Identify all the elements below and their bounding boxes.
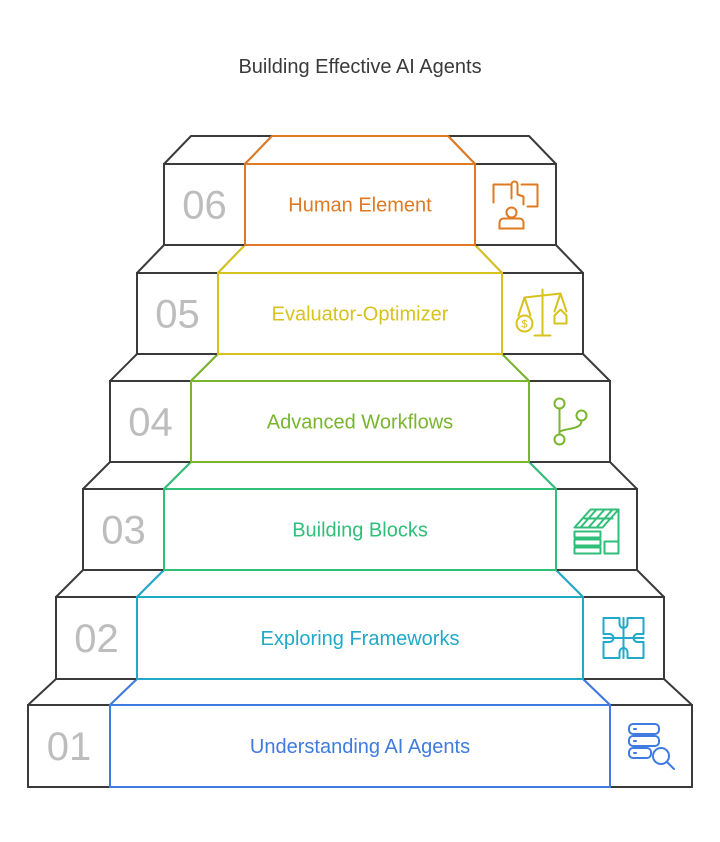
tread-center (190, 353, 530, 382)
step-label: Evaluator-Optimizer (272, 304, 449, 326)
riser-left (82, 488, 165, 571)
riser-left (136, 272, 219, 355)
database-search-icon (628, 723, 675, 770)
step-01: 01 Understanding AI Agents (27, 678, 693, 788)
step-label: Advanced Workflows (267, 412, 453, 434)
riser-left (109, 380, 192, 463)
step-04: 04 Advanced Workflows (109, 353, 611, 463)
riser-center (163, 488, 557, 571)
tread-center (244, 135, 476, 165)
riser-left (27, 704, 111, 788)
riser-right (555, 488, 638, 571)
tread-center (217, 244, 503, 274)
tread-center (109, 678, 611, 706)
step-label: Understanding AI Agents (250, 736, 470, 758)
riser-left (55, 596, 138, 680)
step-number: 02 (74, 617, 119, 661)
tread-center (136, 569, 584, 598)
step-label: Building Blocks (292, 520, 428, 542)
puzzle-icon (602, 617, 645, 659)
step-02: 02 Exploring Frameworks (55, 569, 665, 680)
riser-left (163, 163, 246, 246)
step-number: 03 (101, 509, 146, 553)
riser-center (190, 380, 530, 463)
step-label: Exploring Frameworks (261, 628, 460, 650)
step-number: 06 (182, 184, 227, 228)
construction-blocks-icon (573, 508, 620, 555)
svg-text:$: $ (521, 319, 527, 331)
diagram-title: Building Effective AI Agents (238, 56, 482, 78)
step-label: Human Element (288, 195, 432, 217)
step-number: 05 (155, 293, 200, 337)
riser-center (136, 596, 584, 680)
step-number: 04 (128, 401, 173, 445)
riser-center (217, 272, 503, 355)
balance-scale-icon: $ (515, 288, 568, 337)
touch-screen-user-icon (492, 180, 539, 230)
tread-center (163, 461, 557, 490)
branch-icon (553, 397, 588, 446)
riser-center (109, 704, 611, 788)
riser-center (244, 163, 476, 246)
step-05: 05 Evaluator-Optimizer $ (136, 244, 584, 355)
riser-right (528, 380, 611, 463)
riser-right (474, 163, 557, 246)
step-06: 06 Human Element (163, 135, 557, 246)
step-03: 03 Building Blocks (82, 461, 638, 571)
step-number: 01 (47, 725, 92, 769)
